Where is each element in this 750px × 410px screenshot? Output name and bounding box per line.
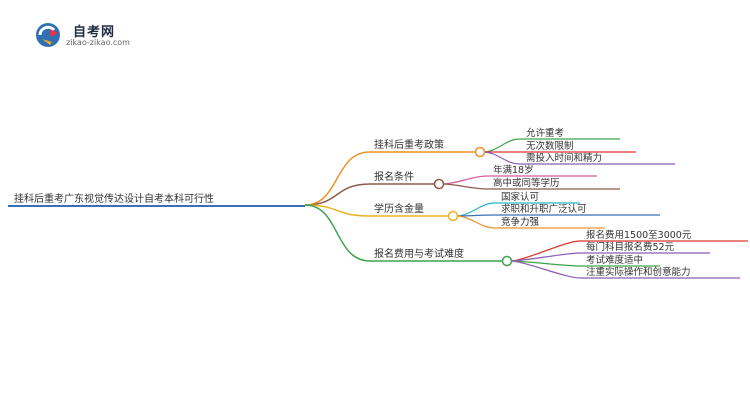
child-label-3-1[interactable]: 国家认可 bbox=[501, 191, 539, 203]
branch-node-1[interactable] bbox=[474, 146, 486, 158]
branch-node-4[interactable] bbox=[501, 255, 513, 267]
edge-branch-4-child-2 bbox=[509, 252, 581, 262]
edge-branch-4-child-1 bbox=[509, 240, 581, 262]
edge-root-branch-3 bbox=[304, 204, 371, 217]
edge-branch-4-child-4 bbox=[509, 260, 581, 279]
branch-node-2[interactable] bbox=[433, 178, 445, 190]
edge-branch-1-child-3 bbox=[482, 151, 521, 165]
edge-root-branch-2 bbox=[304, 183, 371, 206]
child-label-2-2[interactable]: 高中或同等学历 bbox=[493, 177, 560, 189]
branch-label-3[interactable]: 学历含金量 bbox=[374, 202, 424, 215]
branch-node-3[interactable] bbox=[447, 210, 459, 222]
edge-branch-2-child-2 bbox=[441, 183, 488, 190]
child-label-4-2[interactable]: 每门科目报名费52元 bbox=[586, 241, 675, 253]
branch-label-4[interactable]: 报名费用与考试难度 bbox=[374, 247, 464, 260]
child-label-2-1[interactable]: 年满18岁 bbox=[493, 164, 534, 176]
child-label-1-2[interactable]: 无次数限制 bbox=[526, 140, 574, 152]
child-label-3-3[interactable]: 竞争力强 bbox=[501, 216, 540, 228]
child-label-4-3[interactable]: 考试难度适中 bbox=[586, 254, 643, 266]
child-label-4-4[interactable]: 注重实际操作和创意能力 bbox=[586, 266, 691, 278]
logo-icon bbox=[36, 23, 60, 47]
edge-branch-3-child-1 bbox=[455, 202, 496, 217]
logo-title: 自考网 bbox=[73, 25, 116, 40]
branch-label-1[interactable]: 挂科后重考政策 bbox=[374, 138, 444, 151]
child-label-3-2[interactable]: 求职和升职广泛认可 bbox=[501, 203, 587, 215]
root-topic[interactable]: 挂科后重考广东视觉传达设计自考本科可行性 bbox=[14, 192, 214, 205]
branch-label-2[interactable]: 报名条件 bbox=[374, 170, 414, 183]
site-logo[interactable] bbox=[30, 20, 150, 50]
logo-url: zikao-zikao.com bbox=[66, 38, 130, 47]
edge-branch-4-child-3 bbox=[509, 260, 581, 267]
edge-branch-3-child-3 bbox=[455, 215, 496, 229]
edge-branch-2-child-1 bbox=[441, 175, 488, 185]
child-label-4-1[interactable]: 报名费用1500至3000元 bbox=[586, 229, 692, 241]
edge-branch-1-child-1 bbox=[482, 138, 521, 153]
edge-root-branch-4 bbox=[304, 204, 371, 262]
edge-root-branch-1 bbox=[304, 151, 371, 206]
child-label-1-3[interactable]: 需投入时间和精力 bbox=[526, 152, 602, 164]
child-label-1-1[interactable]: 允许重考 bbox=[526, 127, 564, 139]
